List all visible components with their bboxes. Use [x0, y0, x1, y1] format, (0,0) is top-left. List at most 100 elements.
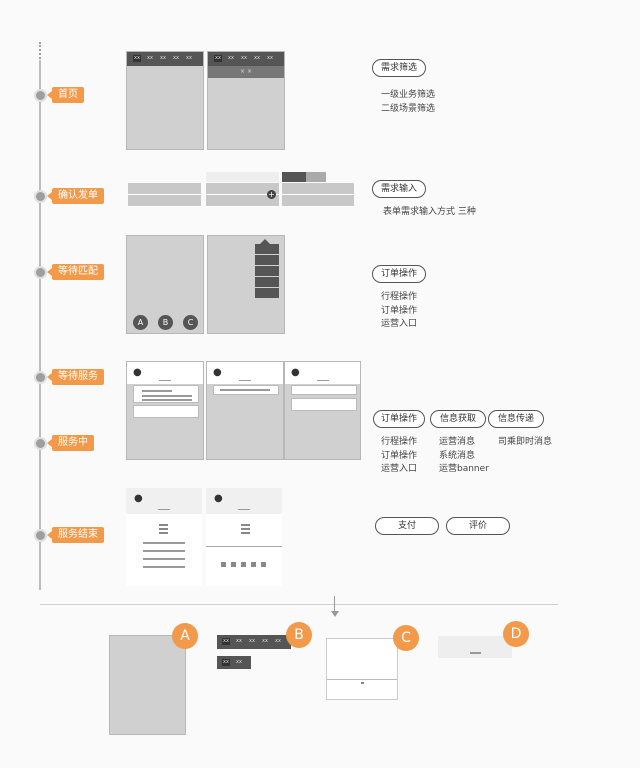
form-variant-2: + — [206, 172, 279, 208]
info-send-button[interactable]: 信息传递 — [488, 410, 544, 428]
stage-tag-service-end[interactable]: 服务结束 — [47, 527, 104, 543]
text-line — [142, 399, 192, 401]
form-header — [206, 172, 279, 182]
rating-star-icon[interactable] — [261, 562, 266, 567]
timeline-dot — [34, 371, 47, 384]
tab-item[interactable]: xx — [228, 55, 234, 61]
tab-item[interactable]: xx — [214, 55, 222, 62]
component-b-subbar: xx xx — [217, 656, 251, 669]
tab-item[interactable]: xx — [173, 55, 179, 61]
tab-item[interactable]: xx — [222, 659, 230, 666]
stage-tag-waiting-service[interactable]: 等待服务 — [47, 369, 104, 385]
note-level1-filter: 一级业务筛选 — [381, 90, 436, 100]
rating-star-icon[interactable] — [221, 562, 226, 567]
service-end-screen-2: ● — [206, 488, 282, 586]
home-screen-1: xx xx xx xx xx — [126, 51, 204, 150]
stage-tag-confirm[interactable]: 确认发单 — [47, 188, 104, 204]
popup-menu-item[interactable] — [255, 288, 279, 298]
popup-menu-item[interactable] — [255, 277, 279, 287]
note-operation-message: 运营消息 — [439, 437, 476, 447]
tab-item[interactable]: xx — [133, 55, 141, 62]
option-b-button[interactable]: B — [158, 315, 173, 330]
text-line — [143, 558, 185, 560]
service-screen-3: ● — [284, 361, 361, 460]
fee-icon — [241, 524, 250, 526]
popup-menu-item[interactable] — [255, 255, 279, 265]
menu-pointer-icon — [260, 239, 270, 244]
tab-item[interactable]: xx — [147, 55, 153, 61]
form-row[interactable] — [128, 195, 201, 207]
rating-star-icon[interactable] — [231, 562, 236, 567]
handle-icon[interactable] — [361, 682, 364, 684]
text-line — [142, 390, 172, 392]
popup-menu-item[interactable] — [255, 266, 279, 276]
divider — [206, 546, 282, 547]
info-fetch-button[interactable]: 信息获取 — [430, 410, 486, 428]
fee-icon — [159, 524, 168, 526]
component-d-panel — [438, 636, 512, 658]
popup-menu-item[interactable] — [255, 244, 279, 254]
demand-filter-button[interactable]: 需求筛选 — [372, 59, 426, 77]
text-line — [143, 550, 185, 552]
rate-button[interactable]: 评价 — [446, 517, 510, 535]
tab-item[interactable]: xx — [160, 55, 166, 61]
stage-tag-in-service[interactable]: 服务中 — [47, 435, 94, 451]
fee-icon — [241, 532, 250, 534]
service-screen-2: ● — [206, 361, 284, 460]
tab-item[interactable]: xx — [254, 55, 260, 61]
waiting-match-screen-2 — [207, 235, 285, 334]
component-a-label: A — [172, 623, 198, 649]
rating-star-icon[interactable] — [241, 562, 246, 567]
note-level2-filter: 二级场景筛选 — [381, 104, 436, 114]
note-trip-operation-2: 行程操作 — [381, 437, 418, 447]
tab-item[interactable]: xx — [236, 659, 242, 665]
form-row[interactable] — [282, 183, 354, 195]
timeline-dot — [34, 89, 47, 102]
text-line — [143, 566, 185, 568]
divider — [317, 380, 329, 381]
down-arrow-icon — [334, 596, 335, 612]
order-operation-button[interactable]: 订单操作 — [372, 265, 426, 283]
timeline-dot — [34, 190, 47, 203]
tab-item[interactable]: xx — [186, 55, 192, 61]
tab-bar: xx xx xx xx xx — [208, 52, 284, 66]
stage-tag-home[interactable]: 首页 — [47, 87, 84, 103]
note-instant-message: 司乘即时消息 — [498, 437, 553, 447]
tab-item[interactable]: xx — [236, 638, 242, 644]
stage-tag-waiting-match[interactable]: 等待匹配 — [47, 264, 104, 280]
tab-bar: xx xx xx xx xx — [127, 52, 203, 66]
message-bubble — [213, 385, 279, 395]
divider — [159, 380, 171, 381]
tab-item[interactable]: xx — [275, 638, 281, 644]
form-tab[interactable] — [306, 172, 326, 182]
form-row[interactable] — [128, 183, 201, 195]
fee-icon — [241, 528, 250, 530]
tab-item[interactable]: xx — [262, 638, 268, 644]
form-row[interactable] — [206, 195, 279, 207]
component-a-panel — [109, 635, 186, 735]
divider — [470, 652, 481, 654]
rating-star-icon[interactable] — [251, 562, 256, 567]
note-form-input: 表单需求输入方式 三种 — [383, 207, 476, 217]
add-icon[interactable]: + — [267, 190, 276, 199]
driver-header: ● — [127, 362, 203, 384]
demand-input-button[interactable]: 需求输入 — [372, 180, 426, 198]
form-tab-active[interactable] — [282, 172, 306, 182]
order-operation-button-2[interactable]: 订单操作 — [373, 410, 425, 428]
form-row[interactable] — [282, 195, 354, 207]
divider — [158, 509, 170, 510]
note-order-operation-2: 订单操作 — [381, 451, 418, 461]
form-row[interactable] — [206, 183, 279, 195]
tab-item[interactable]: xx — [241, 55, 247, 61]
tab-item[interactable]: xx — [249, 638, 255, 644]
component-d-label: D — [503, 621, 529, 647]
tab-item[interactable]: xx — [222, 638, 230, 645]
pay-button[interactable]: 支付 — [375, 517, 439, 535]
option-c-button[interactable]: C — [183, 315, 198, 330]
tab-item[interactable]: xx — [267, 55, 273, 61]
note-operation-entry: 运营入口 — [381, 319, 418, 329]
driver-header: ● — [206, 488, 282, 514]
option-a-button[interactable]: A — [133, 315, 148, 330]
driver-header: ● — [126, 488, 202, 514]
secondary-filter-bar[interactable]: × × — [208, 66, 284, 78]
